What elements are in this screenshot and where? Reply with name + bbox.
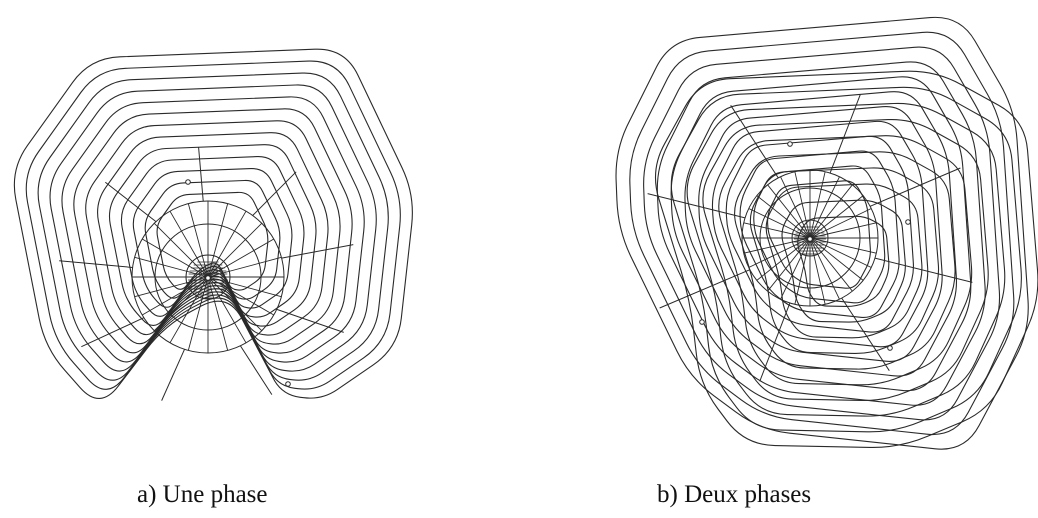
two-phase-hub-spoke — [809, 195, 864, 239]
phase-one-turn — [656, 61, 986, 406]
phase-two-turn — [718, 135, 973, 386]
two-phase-lead — [647, 193, 746, 219]
single-phase-hub-spoke — [169, 276, 209, 344]
two-phase-lead — [841, 297, 890, 371]
two-phase-hub-spoke — [809, 184, 853, 239]
phase-two-turn — [654, 70, 1038, 448]
phase-one-turn — [670, 76, 972, 392]
two-phase-hub-spoke — [809, 237, 853, 292]
phase-two-turn — [781, 199, 906, 323]
single-phase-coil-turn — [85, 120, 341, 345]
two-phase-hub-spoke — [748, 237, 811, 268]
two-phase-lead — [659, 269, 751, 309]
phase-one-turn — [629, 31, 1015, 436]
phase-two-turn — [670, 86, 1022, 433]
single-phase-coil-turn — [13, 48, 413, 399]
single-phase-coil-turn — [132, 168, 293, 309]
single-phase-lead — [59, 260, 133, 268]
single-phase-lead — [198, 147, 204, 202]
caption-two-phase: b) Deux phases — [657, 481, 812, 508]
single-phase-coil-turn — [49, 84, 377, 372]
single-phase-lead — [239, 345, 273, 395]
two-phase-hub-spoke — [809, 176, 840, 239]
phase-two-turn — [734, 151, 956, 370]
phase-two-turn — [749, 167, 940, 354]
two-phase-terminal — [905, 219, 911, 225]
single-phase-coil-turn — [61, 96, 365, 363]
single-phase-coil-turn — [25, 60, 401, 390]
single-phase-coil-turn — [97, 132, 329, 336]
phase-one-turn — [767, 180, 871, 289]
phase-one-turn — [725, 135, 914, 333]
single-phase-hub-spoke — [207, 276, 247, 344]
single-phase-coil-turn — [156, 191, 269, 291]
two-phase-hub-spoke — [809, 222, 877, 239]
two-phase-hub-spoke — [743, 237, 811, 254]
two-phase-terminal — [699, 319, 705, 325]
single-phase-hub-spoke — [169, 210, 209, 278]
single-phase-lead — [161, 349, 185, 401]
two-phase-hub-spoke — [743, 222, 811, 239]
two-phase-lead — [730, 105, 779, 179]
single-phase-coil-turn — [73, 108, 353, 354]
two-phase-lead — [759, 302, 791, 382]
phase-two-turn — [765, 183, 923, 339]
two-phase-terminal — [787, 141, 793, 147]
two-phase-lead — [829, 94, 861, 174]
two-phase-hub-spoke — [809, 237, 872, 268]
single-phase-lead — [281, 244, 354, 259]
two-phase-hub-spoke — [767, 184, 811, 239]
two-phase-lead — [869, 167, 961, 207]
single-phase-coil-turn — [37, 72, 389, 381]
phase-one-turn — [643, 46, 1001, 421]
two-phase-hub-spoke — [809, 237, 877, 254]
single-phase-terminal — [285, 381, 291, 387]
single-phase-coil — [13, 48, 413, 401]
phase-two-turn — [686, 102, 1006, 417]
two-phase-hub-spoke — [767, 237, 811, 292]
two-phase-hub-spoke — [809, 208, 872, 239]
phase-one-turn — [739, 150, 900, 319]
two-phase-lead — [874, 257, 973, 283]
two-phase-hub-spoke — [748, 208, 811, 239]
single-phase-lead — [105, 181, 157, 222]
two-phase-hub-spoke — [780, 176, 811, 239]
caption-single-phase: a) Une phase — [137, 481, 268, 508]
two-phase-terminal — [887, 345, 893, 351]
two-phase-coil — [615, 16, 1038, 450]
phase-one-turn — [615, 16, 1029, 450]
two-phase-hub-spoke — [809, 237, 840, 300]
single-phase-hub-spoke — [207, 210, 247, 278]
single-phase-lead — [81, 317, 145, 348]
single-phase-terminal — [185, 179, 191, 185]
two-phase-hub-spoke — [809, 237, 826, 305]
two-phase-hub-spoke — [794, 237, 811, 305]
single-phase-lead — [252, 171, 297, 216]
single-phase-center-terminal — [205, 275, 211, 281]
phase-one-turn — [684, 91, 958, 377]
single-phase-coil-turn — [108, 144, 317, 327]
phase-two-turn — [797, 215, 890, 307]
two-phase-hub-spoke — [756, 195, 811, 239]
single-phase-lead — [276, 308, 344, 333]
two-phase-center-terminal — [807, 236, 813, 242]
phase-two-turn — [702, 118, 989, 401]
